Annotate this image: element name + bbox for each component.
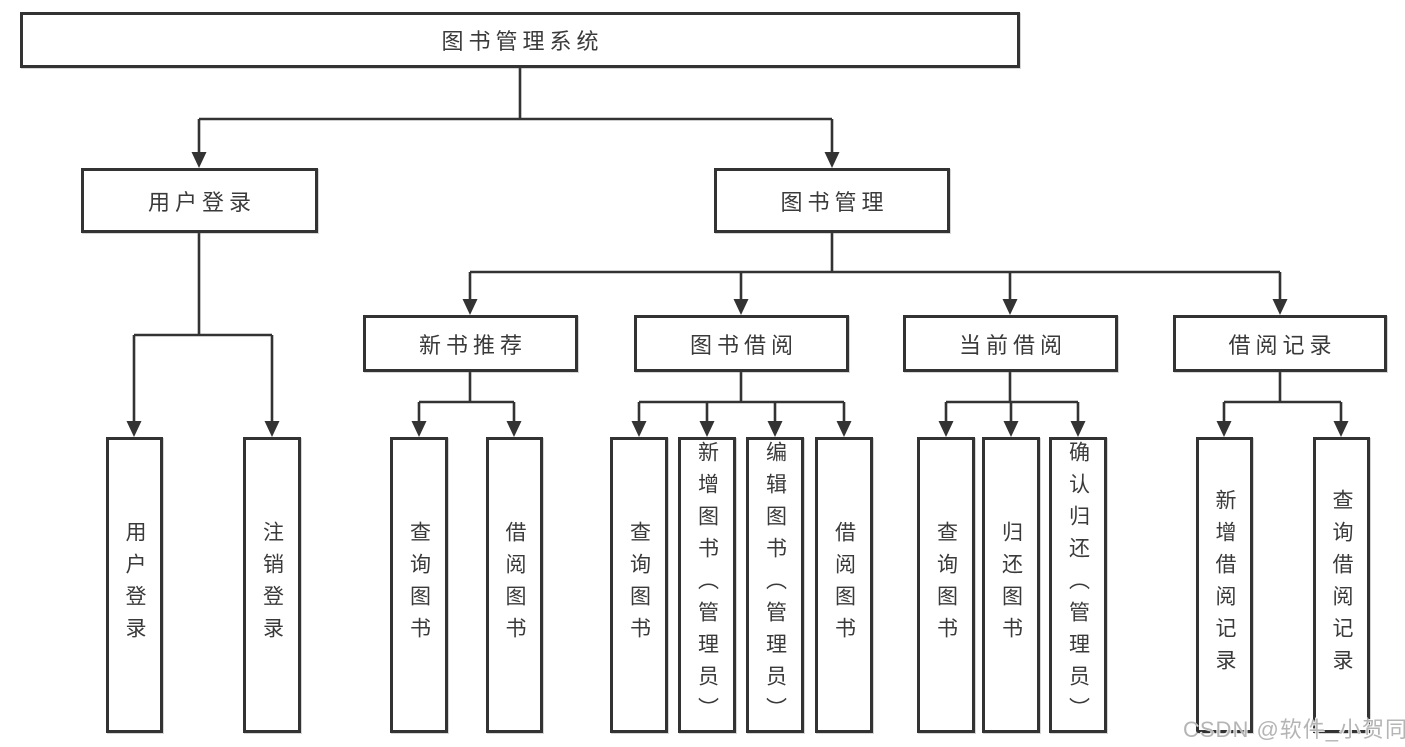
node-label: 查询借阅记录 bbox=[1330, 489, 1353, 681]
node-leaf-query-books-current: 查询图书 bbox=[917, 437, 975, 733]
node-leaf-confirm-return-admin: 确认归还（管理员） bbox=[1049, 437, 1107, 733]
node-library-management-system: 图书管理系统 bbox=[20, 12, 1020, 68]
node-leaf-add-borrow-record: 新增借阅记录 bbox=[1196, 437, 1253, 733]
node-leaf-user-login: 用户登录 bbox=[106, 437, 163, 733]
node-label: 归还图书 bbox=[999, 521, 1023, 649]
node-label: 用户登录 bbox=[123, 521, 146, 649]
node-current-borrowing: 当前借阅 bbox=[903, 315, 1118, 372]
node-leaf-borrow-books: 借阅图书 bbox=[815, 437, 873, 733]
node-book-borrowing: 图书借阅 bbox=[634, 315, 849, 372]
node-leaf-query-borrow-record: 查询借阅记录 bbox=[1313, 437, 1370, 733]
node-user-login: 用户登录 bbox=[81, 168, 318, 233]
node-leaf-borrow-books-recommend: 借阅图书 bbox=[486, 437, 543, 733]
node-label: 查询图书 bbox=[627, 521, 651, 649]
node-leaf-logout: 注销登录 bbox=[243, 437, 301, 733]
node-label: 编辑图书（管理员） bbox=[763, 441, 787, 729]
node-label: 借阅图书 bbox=[832, 521, 856, 649]
node-leaf-return-books: 归还图书 bbox=[982, 437, 1040, 733]
node-borrowing-records: 借阅记录 bbox=[1173, 315, 1387, 372]
node-book-management: 图书管理 bbox=[714, 168, 950, 233]
node-label: 确认归还（管理员） bbox=[1066, 441, 1090, 729]
node-label: 新增借阅记录 bbox=[1213, 489, 1236, 681]
watermark-csdn: CSDN @软件_小贺同学 bbox=[1183, 717, 1405, 742]
node-label: 注销登录 bbox=[260, 521, 284, 649]
node-label: 借阅图书 bbox=[503, 521, 526, 649]
node-new-book-recommendation: 新书推荐 bbox=[363, 315, 578, 372]
node-leaf-query-books-borrow: 查询图书 bbox=[610, 437, 668, 733]
node-leaf-add-book-admin: 新增图书（管理员） bbox=[678, 437, 736, 733]
node-leaf-edit-book-admin: 编辑图书（管理员） bbox=[746, 437, 804, 733]
node-label: 新增图书（管理员） bbox=[695, 441, 719, 729]
node-leaf-query-books-recommend: 查询图书 bbox=[390, 437, 448, 733]
node-label: 查询图书 bbox=[407, 521, 431, 649]
node-label: 查询图书 bbox=[934, 521, 958, 649]
